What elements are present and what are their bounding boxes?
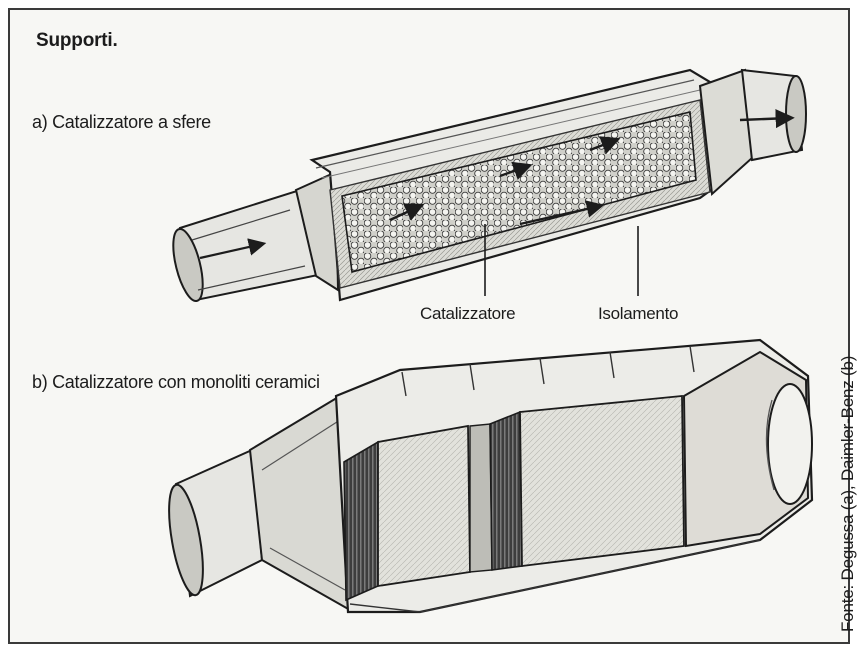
source-credit: Fonte: Degussa (a), Daimler-Benz (b) — [838, 356, 858, 632]
ceramic-monolith-2-end — [490, 412, 522, 570]
panel-b-caption: b) Catalizzatore con monoliti ceramici — [32, 372, 320, 393]
inlet-cone-b — [250, 396, 350, 610]
outlet-opening-b — [768, 384, 812, 504]
figure-title: Supporti. — [36, 30, 118, 52]
catalyst-label: Catalizzatore — [420, 304, 515, 324]
insulation-label: Isolamento — [598, 304, 678, 324]
panel-a-caption: a) Catalizzatore a sfere — [32, 112, 211, 133]
ceramic-monolith-1-end — [344, 442, 378, 600]
ceramic-monolith-2 — [520, 396, 684, 566]
ceramic-monolith-1 — [378, 426, 470, 586]
ball-converter-drawing — [167, 70, 806, 304]
outlet-pipe-opening — [786, 76, 806, 152]
